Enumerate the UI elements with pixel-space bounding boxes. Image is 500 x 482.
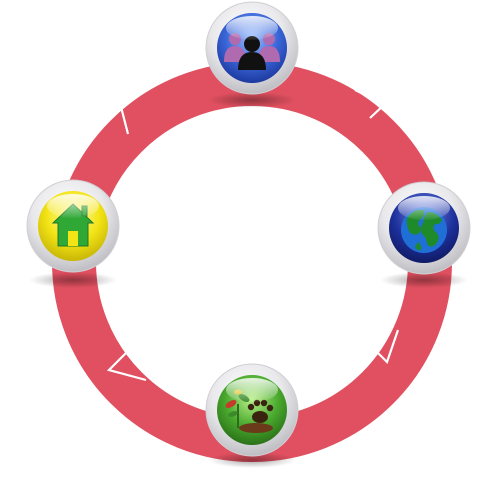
arrow-bottom-right bbox=[369, 329, 400, 365]
arrow-top-left bbox=[99, 100, 130, 135]
node-globe[interactable] bbox=[377, 181, 471, 288]
node-nature[interactable] bbox=[205, 363, 299, 468]
arrow-top-right bbox=[354, 89, 387, 119]
arrow-bottom-left bbox=[106, 350, 147, 382]
flow-arrows bbox=[99, 89, 400, 382]
node-people[interactable] bbox=[205, 1, 299, 108]
node-home[interactable] bbox=[26, 179, 120, 288]
